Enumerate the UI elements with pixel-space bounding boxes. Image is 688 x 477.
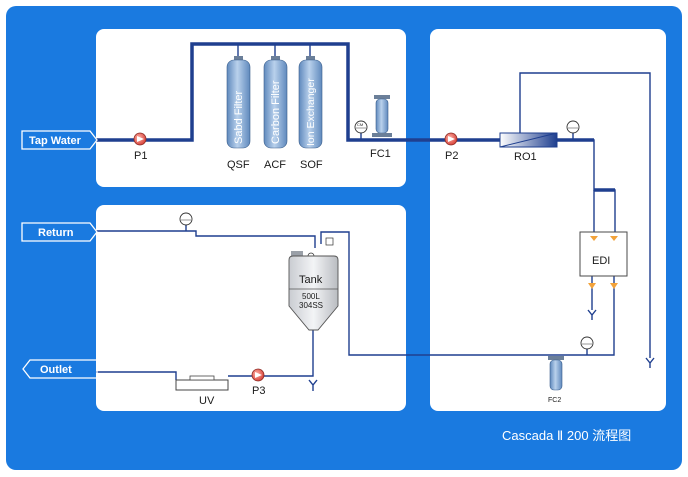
tank-material: 304SS bbox=[299, 301, 323, 310]
tap-water-label: Tap Water bbox=[29, 135, 82, 147]
edi-valve-right-icon bbox=[610, 283, 618, 289]
fc1-label: FC1 bbox=[370, 148, 391, 160]
panel-purification bbox=[430, 29, 666, 411]
return-label: Return bbox=[38, 227, 74, 239]
fc1-cartridge-icon bbox=[372, 95, 392, 137]
pump-p3-icon bbox=[251, 368, 265, 382]
gauge-cm-icon: CM bbox=[354, 120, 368, 140]
tank-vessel bbox=[288, 237, 339, 331]
tank-volume: 500L bbox=[302, 292, 320, 301]
footer-title: Cascada Ⅱ 200 流程图 bbox=[502, 428, 631, 443]
uv-label: UV bbox=[199, 395, 215, 407]
uv-sterilizer-icon bbox=[175, 375, 229, 391]
gauge-fc2-icon bbox=[580, 336, 594, 355]
pipe-return bbox=[96, 230, 316, 248]
pipe-outlet bbox=[96, 371, 177, 380]
gauge-cm-text: CM bbox=[357, 122, 363, 127]
ro-membrane-icon bbox=[499, 132, 558, 148]
gauge-ro-icon bbox=[566, 120, 580, 140]
p1-label: P1 bbox=[134, 150, 147, 162]
ro1-label: RO1 bbox=[514, 151, 537, 163]
pipe-edi-return bbox=[320, 231, 615, 356]
pump-p1-icon bbox=[133, 132, 147, 146]
tank-drain-icon bbox=[308, 379, 318, 391]
p3-label: P3 bbox=[252, 385, 265, 397]
edi-drain-icon bbox=[587, 309, 597, 320]
panel-pretreatment bbox=[96, 29, 406, 187]
qsf-name: Sabd Filter bbox=[233, 90, 245, 144]
edi-label: EDI bbox=[592, 255, 610, 267]
vessel-acf: Carbon Filter bbox=[263, 56, 288, 149]
sof-code: SOF bbox=[300, 159, 323, 171]
acf-name: Carbon Filter bbox=[270, 80, 282, 144]
tap-water-tag: Tap Water bbox=[21, 130, 98, 150]
p2-label: P2 bbox=[445, 150, 458, 162]
edi-valve-left-icon bbox=[588, 283, 596, 289]
gauge-return-icon bbox=[179, 212, 193, 231]
tank-name: Tank bbox=[299, 274, 323, 286]
return-tag: Return bbox=[21, 222, 98, 242]
pipe-ro-reject bbox=[519, 72, 651, 358]
acf-code: ACF bbox=[264, 159, 286, 171]
qsf-code: QSF bbox=[227, 159, 250, 171]
vessel-qsf: Sabd Filter bbox=[226, 56, 251, 149]
vessel-sof: Ion Exchanger bbox=[298, 56, 323, 149]
outlet-label: Outlet bbox=[40, 364, 72, 376]
fc2-cartridge-icon bbox=[548, 356, 564, 391]
outlet-tag: Outlet bbox=[22, 359, 98, 379]
fc2-label: FC2 bbox=[548, 397, 561, 404]
edi-module bbox=[579, 231, 628, 277]
ro-drain-icon bbox=[645, 357, 655, 368]
sof-name: Ion Exchanger bbox=[305, 78, 317, 146]
pump-p2-icon bbox=[444, 132, 458, 146]
